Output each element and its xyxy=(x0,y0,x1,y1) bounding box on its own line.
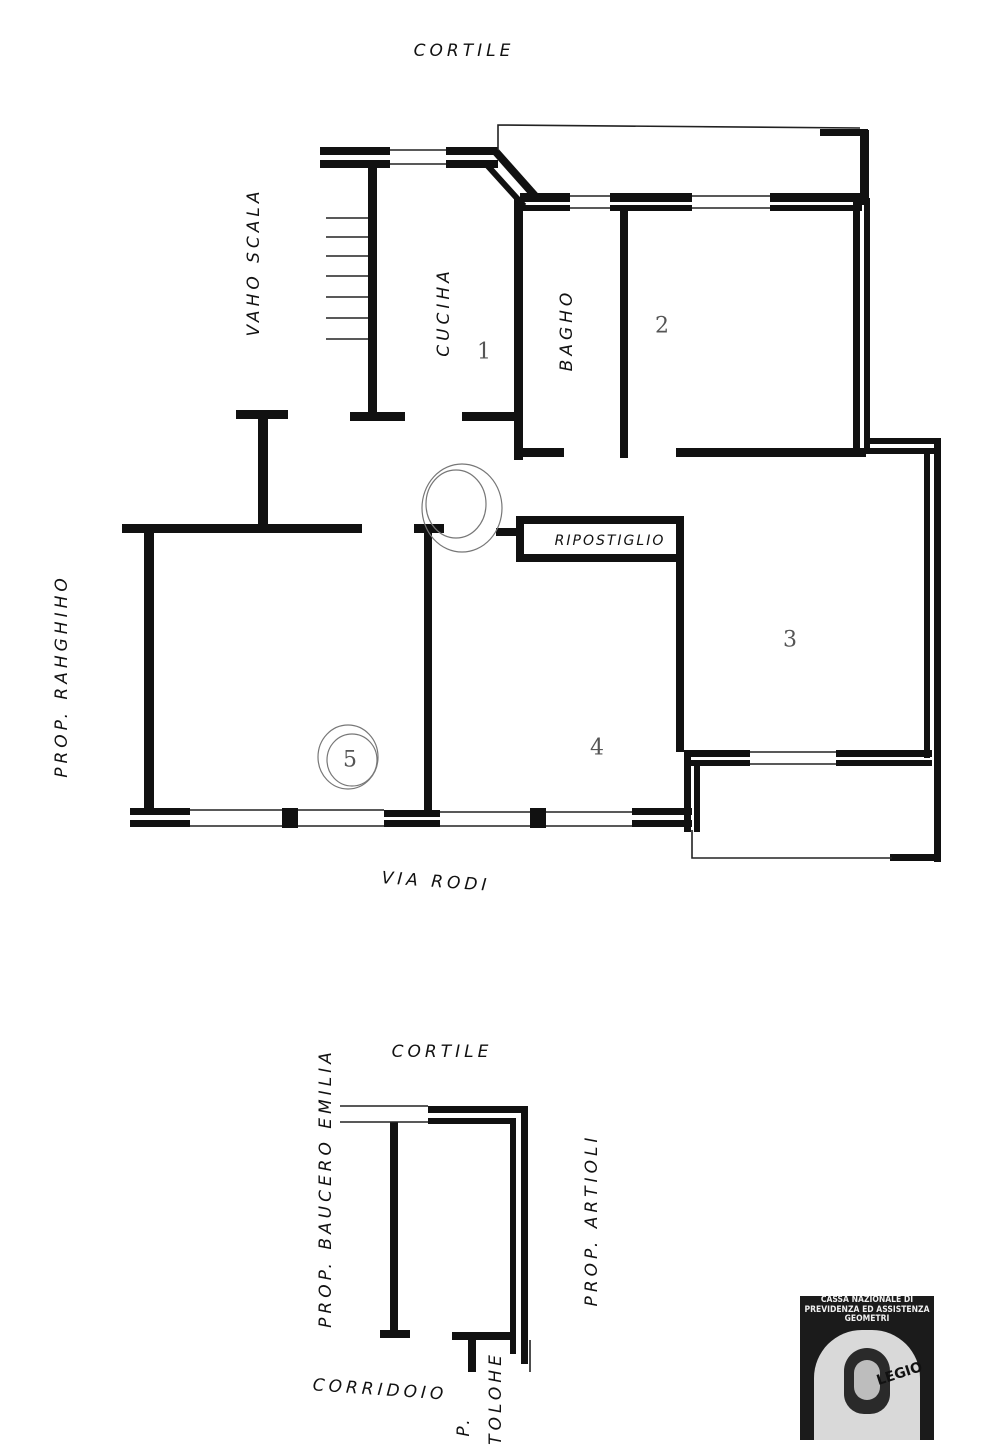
wall-segment xyxy=(510,1118,516,1354)
label-cortile-top: CORTILE xyxy=(413,41,515,61)
label-cortile-bottom: CORTILE xyxy=(391,1042,493,1062)
wall-segment xyxy=(368,160,377,420)
wall-segment xyxy=(122,524,362,533)
stamp-text: CASSA NAZIONALE DI PREVIDENZA ED ASSISTE… xyxy=(804,1296,930,1324)
wall-segment xyxy=(380,1330,410,1338)
wall-segment xyxy=(870,438,940,444)
wall-segment xyxy=(236,410,288,419)
wall-segment xyxy=(452,1332,514,1340)
thick-walls xyxy=(122,129,941,1372)
wall-segment xyxy=(890,854,940,861)
wall-segment xyxy=(770,205,862,211)
wall-segment xyxy=(770,193,862,202)
wall-segment xyxy=(514,198,523,460)
wall-segment xyxy=(514,448,564,457)
wall-segment xyxy=(428,1118,514,1124)
wall-segment xyxy=(632,820,692,827)
wall-segment xyxy=(620,208,628,458)
wall-segment xyxy=(320,160,390,168)
wall-segment xyxy=(516,516,682,524)
wall-segment xyxy=(384,820,440,827)
label-tolone-fragment: TOLOHE xyxy=(486,1351,506,1445)
balcony-outline xyxy=(691,830,892,859)
label-cucina: CUCIHA xyxy=(434,267,454,357)
label-prop-ranghino: PROP. RAHGHIHO xyxy=(52,574,72,778)
wall-segment xyxy=(282,808,298,828)
wall-segment xyxy=(610,193,692,202)
wall-segment xyxy=(462,412,518,421)
wall-segment xyxy=(390,1122,398,1336)
pencil-marks xyxy=(317,463,503,790)
wall-segment xyxy=(130,808,190,815)
wall-segment xyxy=(496,528,516,536)
wall-segment xyxy=(684,760,750,766)
wall-segment xyxy=(521,1106,528,1364)
wall-segment xyxy=(424,530,432,816)
pencil-circle xyxy=(326,733,378,787)
wall-segment xyxy=(446,147,498,155)
wall-segment xyxy=(836,760,932,766)
diagonal-walls xyxy=(483,149,539,209)
room-number-4: 4 xyxy=(590,735,604,761)
wall-segment xyxy=(414,524,444,533)
wall-segment xyxy=(924,448,930,758)
wall-segment xyxy=(864,448,934,454)
stamp-face-shape xyxy=(854,1360,880,1400)
wall-segment xyxy=(520,193,570,202)
wall-segment xyxy=(694,760,700,832)
wall-segment xyxy=(934,760,941,862)
wall-segment xyxy=(130,820,190,827)
room-number-2: 2 xyxy=(655,313,669,339)
wall-segment xyxy=(446,160,498,168)
thin-lines xyxy=(190,124,892,1372)
label-prop-artioli: PROP. ARTIOLI xyxy=(582,1133,602,1307)
wall-segment xyxy=(820,129,868,136)
wall-segment xyxy=(516,516,524,560)
wall-segment xyxy=(384,810,440,817)
wall-segment xyxy=(934,438,941,760)
label-ripostiglio: RIPOSTIGLIO xyxy=(554,533,666,549)
wall-segment xyxy=(428,1106,528,1113)
pencil-circle xyxy=(425,469,487,539)
wall-segment xyxy=(530,808,546,828)
pencil-circle xyxy=(317,724,379,790)
wall-segment xyxy=(853,198,860,456)
wall-segment xyxy=(468,1332,476,1372)
label-prop-baucero: PROP. BAUCERO EMILIA xyxy=(316,1048,336,1328)
wall-segment xyxy=(610,205,692,211)
wall-segment xyxy=(860,130,869,205)
room-number-1: 1 xyxy=(477,339,491,365)
wall-segment xyxy=(632,808,692,815)
wall-segment xyxy=(676,516,684,752)
wall-segment xyxy=(684,750,691,832)
stamp-portrait: LEGIO xyxy=(814,1330,924,1440)
room-number-3: 3 xyxy=(783,627,797,653)
wall-segment xyxy=(320,147,390,155)
wall-segment xyxy=(144,524,154,814)
wall-segment xyxy=(676,516,684,562)
diagonal-wall xyxy=(483,161,527,209)
label-prop-fragment: P. xyxy=(454,1415,474,1437)
wall-segment xyxy=(684,750,750,757)
label-vano-scala: VAHO SCALA xyxy=(244,187,264,337)
room-number-5: 5 xyxy=(343,747,357,773)
balcony-outline xyxy=(497,124,861,150)
revenue-stamp: CASSA NAZIONALE DI PREVIDENZA ED ASSISTE… xyxy=(800,1296,934,1440)
label-bagno: BAGHO xyxy=(557,288,577,372)
diagonal-wall xyxy=(493,149,539,200)
wall-segment xyxy=(520,205,570,211)
wall-segment xyxy=(258,418,268,528)
wall-segment xyxy=(836,750,932,757)
wall-segment xyxy=(864,198,870,448)
pencil-circle xyxy=(421,463,503,553)
wall-segment xyxy=(350,412,405,421)
wall-segment xyxy=(516,554,682,562)
wall-segment xyxy=(676,448,866,457)
